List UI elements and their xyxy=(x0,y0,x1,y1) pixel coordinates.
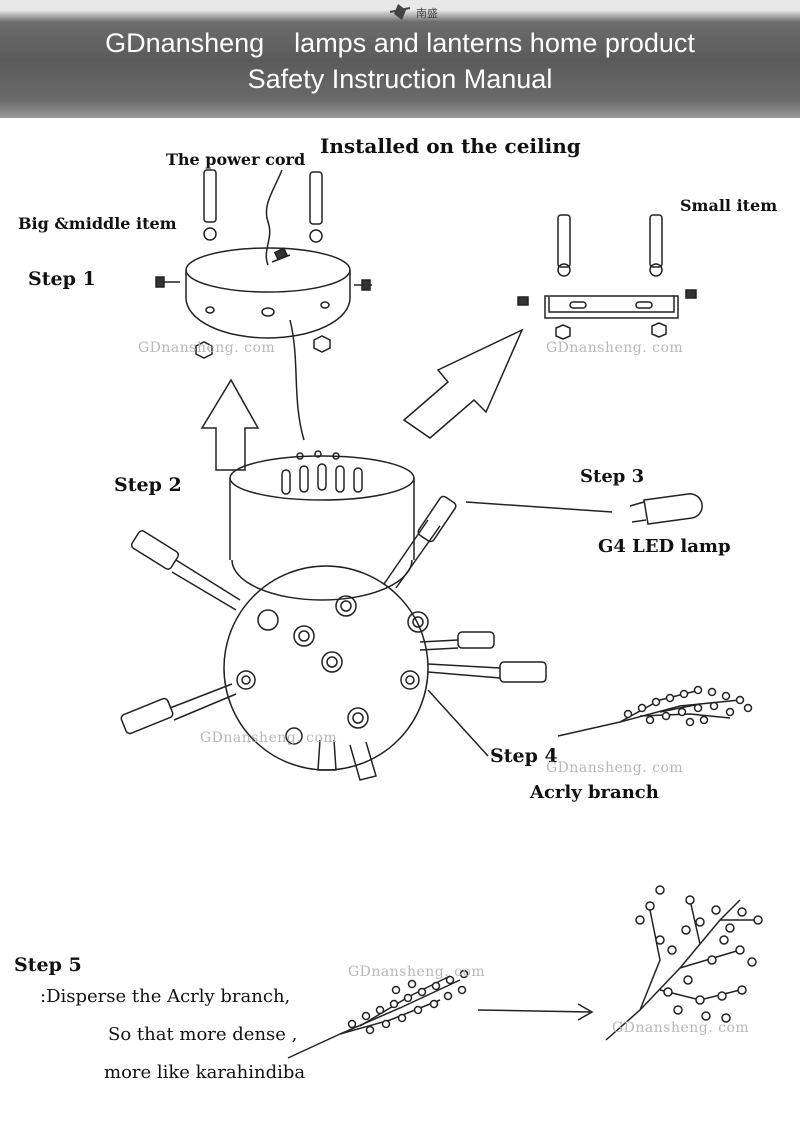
brand-logo-icon: 南盛 xyxy=(389,4,438,20)
step4-label: Step 4 xyxy=(490,745,558,767)
page-subtitle: Safety Instruction Manual xyxy=(247,64,553,94)
installation-diagram xyxy=(120,169,763,1059)
lamp-body xyxy=(120,319,613,781)
acrylic-branch-dispersed xyxy=(605,885,763,1041)
step1-label: Step 1 xyxy=(28,268,96,290)
step5-instruction-line3: more like karahindiba xyxy=(104,1062,306,1083)
ceiling-canopy-big xyxy=(155,169,372,359)
installed-on-ceiling-label: Installed on the ceiling xyxy=(320,134,581,158)
mounting-bracket-small xyxy=(517,214,697,340)
acrylic-branch-small xyxy=(557,685,753,737)
arrow-diagonal-icon xyxy=(402,328,524,439)
watermark: GDnansheng. com xyxy=(138,340,276,356)
arrow-up-icon xyxy=(200,378,260,471)
watermark: GDnansheng. com xyxy=(546,760,684,776)
small-item-label: Small item xyxy=(680,196,778,215)
arrow-right-icon xyxy=(477,1003,594,1021)
watermark: GDnansheng. com xyxy=(546,340,684,356)
step5-label: Step 5 xyxy=(14,954,82,976)
step5-instruction-line2: So that more dense , xyxy=(108,1024,298,1045)
acrly-branch-label: Acrly branch xyxy=(530,782,659,803)
power-cord-label: The power cord xyxy=(166,150,306,169)
big-middle-item-label: Big &middle item xyxy=(18,214,177,233)
step3-label: Step 3 xyxy=(580,466,645,487)
watermark: GDnansheng. com xyxy=(348,964,486,980)
step2-label: Step 2 xyxy=(114,474,182,496)
page-title: GDnansheng lamps and lanterns home produ… xyxy=(105,28,695,58)
g4-led-lamp-label: G4 LED lamp xyxy=(598,536,731,557)
svg-text:南盛: 南盛 xyxy=(416,6,438,20)
header-banner: 南盛 GDnansheng lamps and lanterns home pr… xyxy=(0,0,800,118)
step5-instruction-line1: :Disperse the Acrly branch, xyxy=(40,986,291,1007)
watermark: GDnansheng. com xyxy=(612,1020,750,1036)
acrylic-branch-bundle xyxy=(287,969,469,1059)
watermark: GDnansheng. com xyxy=(200,730,338,746)
g4-led-bulb xyxy=(629,493,703,525)
